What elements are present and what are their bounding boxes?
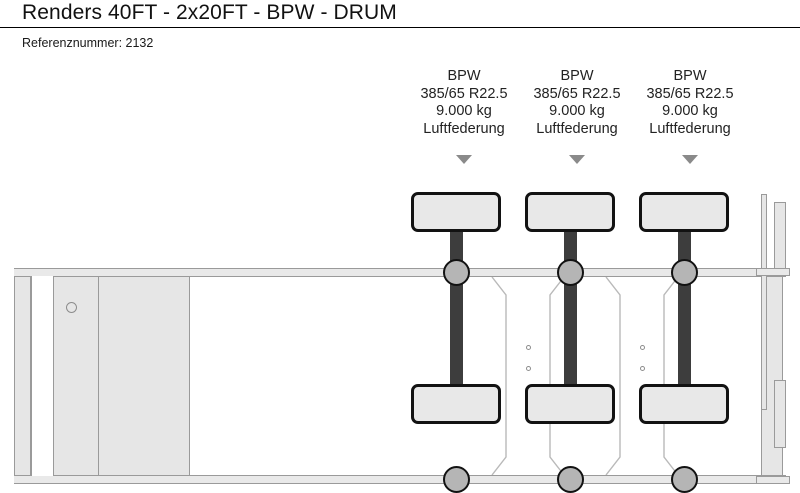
rear-end-assembly bbox=[756, 180, 800, 484]
axle-assembly-2 bbox=[520, 180, 620, 493]
kingpin-icon bbox=[66, 302, 77, 313]
axle-3-hub-right bbox=[671, 466, 698, 493]
axle-2-marker-icon bbox=[569, 155, 585, 164]
axle-3-suspension: Luftfederung bbox=[649, 120, 731, 137]
axle-assembly-1 bbox=[406, 180, 506, 493]
twistlock-hole bbox=[525, 345, 531, 350]
rear-crossmember-lower bbox=[756, 476, 790, 484]
front-plate-divider-right bbox=[98, 276, 99, 476]
axle-3-marker-icon bbox=[682, 155, 698, 164]
axle-2-hub-right bbox=[557, 466, 584, 493]
axle-1-brand: BPW bbox=[447, 68, 481, 84]
axle-3-hub-left bbox=[671, 259, 698, 286]
axle-2-capacity: 9.000 kg bbox=[549, 103, 605, 119]
rear-bumper-upper bbox=[774, 202, 786, 270]
axle-2-brand: BPW bbox=[560, 68, 594, 84]
axle-1-capacity: 9.000 kg bbox=[436, 103, 492, 119]
axle-3-capacity: 9.000 kg bbox=[662, 103, 718, 119]
axle-3-beam bbox=[678, 204, 691, 400]
axle-1-suspension: Luftfederung bbox=[423, 120, 505, 137]
front-plate-divider-left bbox=[30, 276, 31, 476]
axle-assembly-3 bbox=[634, 180, 734, 493]
rear-vertical-post bbox=[761, 194, 767, 410]
axle-2-beam bbox=[564, 204, 577, 400]
axle-2-tire-right bbox=[525, 384, 615, 424]
axle-1-hub-left bbox=[443, 259, 470, 286]
axle-2-tire-size: 385/65 R22.5 bbox=[533, 85, 621, 102]
axle-spec-3: BPW 385/65 R22.5 9.000 kg Luftfederung bbox=[625, 68, 755, 138]
axle-2-suspension: Luftfederung bbox=[536, 120, 618, 137]
rear-bumper-lower bbox=[774, 380, 786, 448]
axle-spec-1: BPW 385/65 R22.5 9.000 kg Luftfederung bbox=[399, 68, 529, 138]
front-plate-slot bbox=[31, 276, 54, 476]
twistlock-hole bbox=[525, 366, 531, 371]
page-title: Renders 40FT - 2x20FT - BPW - DRUM bbox=[22, 1, 397, 24]
axle-1-beam bbox=[450, 204, 463, 400]
axle-3-brand: BPW bbox=[673, 68, 707, 84]
chassis-rail-top bbox=[14, 268, 786, 277]
twistlock-hole bbox=[639, 366, 645, 371]
axle-1-tire-size: 385/65 R22.5 bbox=[420, 85, 508, 102]
axle-3-tire-right bbox=[639, 384, 729, 424]
trailer-chassis-diagram bbox=[0, 180, 800, 493]
rear-crossmember-upper bbox=[756, 268, 790, 276]
axle-1-marker-icon bbox=[456, 155, 472, 164]
twistlock-hole bbox=[639, 345, 645, 350]
axle-3-tire-size: 385/65 R22.5 bbox=[646, 85, 734, 102]
axle-2-tire-left bbox=[525, 192, 615, 232]
axle-2-hub-left bbox=[557, 259, 584, 286]
axle-1-hub-right bbox=[443, 466, 470, 493]
axle-1-tire-right bbox=[411, 384, 501, 424]
axle-3-tire-left bbox=[639, 192, 729, 232]
page-header: Renders 40FT - 2x20FT - BPW - DRUM bbox=[0, 0, 800, 28]
reference-number: Referenznummer: 2132 bbox=[22, 36, 154, 50]
axle-1-tire-left bbox=[411, 192, 501, 232]
axle-spec-2: BPW 385/65 R22.5 9.000 kg Luftfederung bbox=[512, 68, 642, 138]
